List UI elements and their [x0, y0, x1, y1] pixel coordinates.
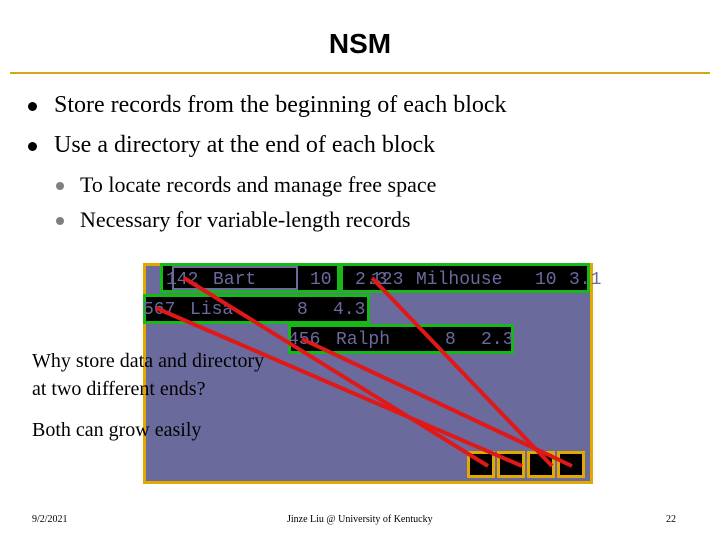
title-divider	[10, 72, 710, 74]
bullet-item: Store records from the beginning of each…	[54, 92, 507, 118]
record-id: 123	[371, 270, 404, 290]
question-line-1: Why store data and directory	[32, 350, 265, 372]
answer-text: Both can grow easily	[32, 419, 202, 441]
sub-bullet-dot-icon	[56, 217, 64, 225]
record-val: 2.3	[481, 330, 514, 350]
record-id: 142	[166, 270, 199, 290]
sub-bullet-dot-icon	[56, 182, 64, 190]
record-name: Lisa	[190, 300, 234, 320]
footer-page-number: 22	[666, 514, 676, 525]
directory-slot	[527, 451, 555, 478]
record-num: 8	[297, 300, 308, 320]
record-name: Ralph	[336, 330, 391, 350]
record-id: 567	[143, 300, 176, 320]
record-id: 456	[288, 330, 321, 350]
sub-bullet-item: To locate records and manage free space	[80, 172, 437, 197]
directory-slot	[557, 451, 585, 478]
bullet-dot-icon	[28, 142, 37, 151]
directory-slot	[497, 451, 525, 478]
question-line-2: at two different ends?	[32, 378, 206, 400]
record-name: Milhouse	[416, 270, 503, 290]
footer-author: Jinze Liu @ University of Kentucky	[287, 514, 433, 525]
bullet-item: Use a directory at the end of each block	[54, 132, 436, 158]
sub-bullet-item: Necessary for variable-length records	[80, 207, 411, 232]
record-name: Bart	[213, 270, 257, 290]
bullet-dot-icon	[28, 102, 37, 111]
directory-slot	[467, 451, 495, 478]
record-val: 3.1	[569, 270, 602, 290]
footer-date: 9/2/2021	[32, 514, 68, 525]
record-val: 4.3	[333, 300, 366, 320]
record-num: 10	[535, 270, 557, 290]
slide-title: NSM	[328, 28, 392, 59]
record-num: 10	[310, 270, 332, 290]
record-num: 8	[445, 330, 456, 350]
